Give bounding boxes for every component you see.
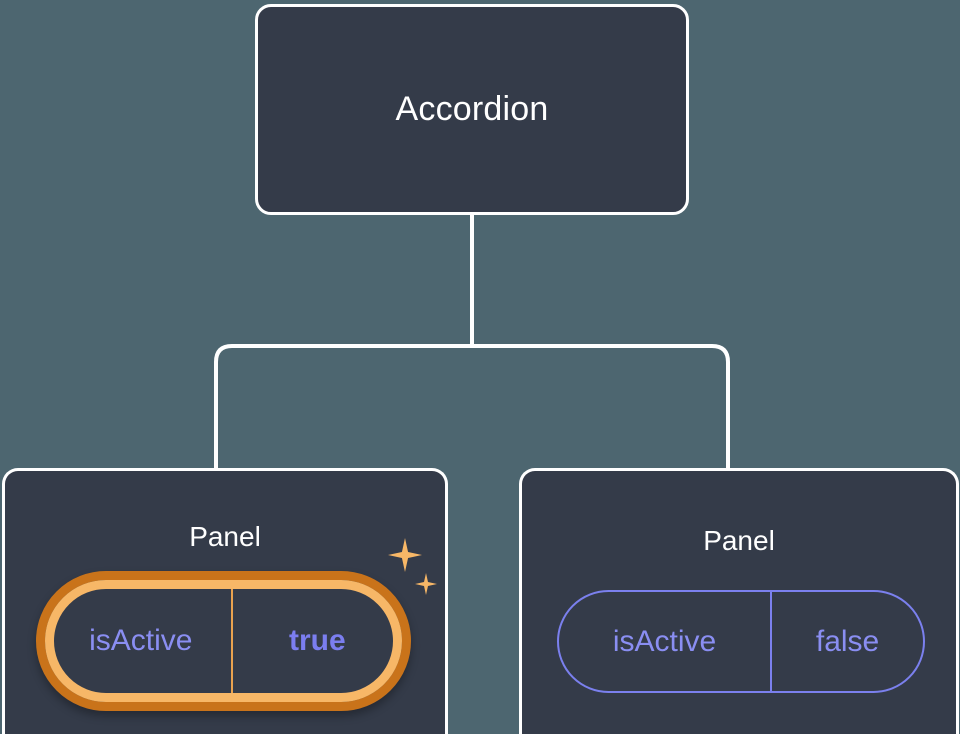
node-panel-left-label: Panel [189, 521, 261, 552]
prop-value-left: true [230, 580, 402, 702]
prop-pill-is-active-true[interactable]: isActive true [36, 571, 411, 711]
node-panel-right-label: Panel [703, 525, 775, 556]
prop-key-left: isActive [89, 624, 193, 657]
prop-pill-is-active-false[interactable]: isActive false [557, 590, 925, 693]
prop-value-right: false [770, 592, 923, 691]
node-accordion[interactable]: Accordion [255, 4, 689, 215]
prop-key-right: isActive [612, 624, 717, 658]
node-accordion-label: Accordion [395, 90, 549, 128]
connector-branch-bus [214, 344, 730, 470]
